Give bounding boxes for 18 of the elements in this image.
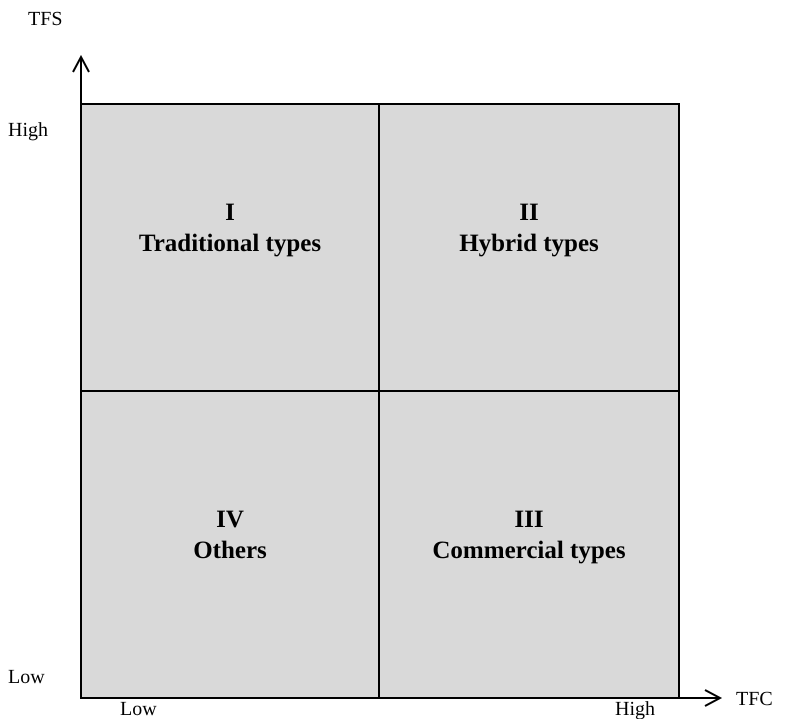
quadrant-title: Others — [193, 536, 267, 566]
quadrant-number: III — [514, 505, 544, 535]
axis-tick-label: Low — [120, 699, 157, 719]
quadrant-panel — [378, 103, 680, 392]
quadrant-panel — [378, 390, 680, 699]
axis-tick-label: High — [615, 699, 655, 719]
quadrant-title: Hybrid types — [459, 229, 599, 259]
axis-tick-label: Low — [8, 667, 45, 687]
quadrant-number: II — [519, 198, 539, 228]
quadrant-panel — [80, 103, 380, 392]
axis-title: TFS — [28, 9, 62, 29]
quadrant-number: IV — [216, 505, 244, 535]
quadrant-title: Traditional types — [138, 229, 322, 259]
axis-title: TFC — [736, 689, 773, 709]
axis-tick-label: High — [8, 120, 48, 140]
quadrant-number: I — [225, 198, 235, 228]
quadrant-title: Commercial types — [432, 536, 626, 566]
quadrant-panel — [80, 390, 380, 699]
